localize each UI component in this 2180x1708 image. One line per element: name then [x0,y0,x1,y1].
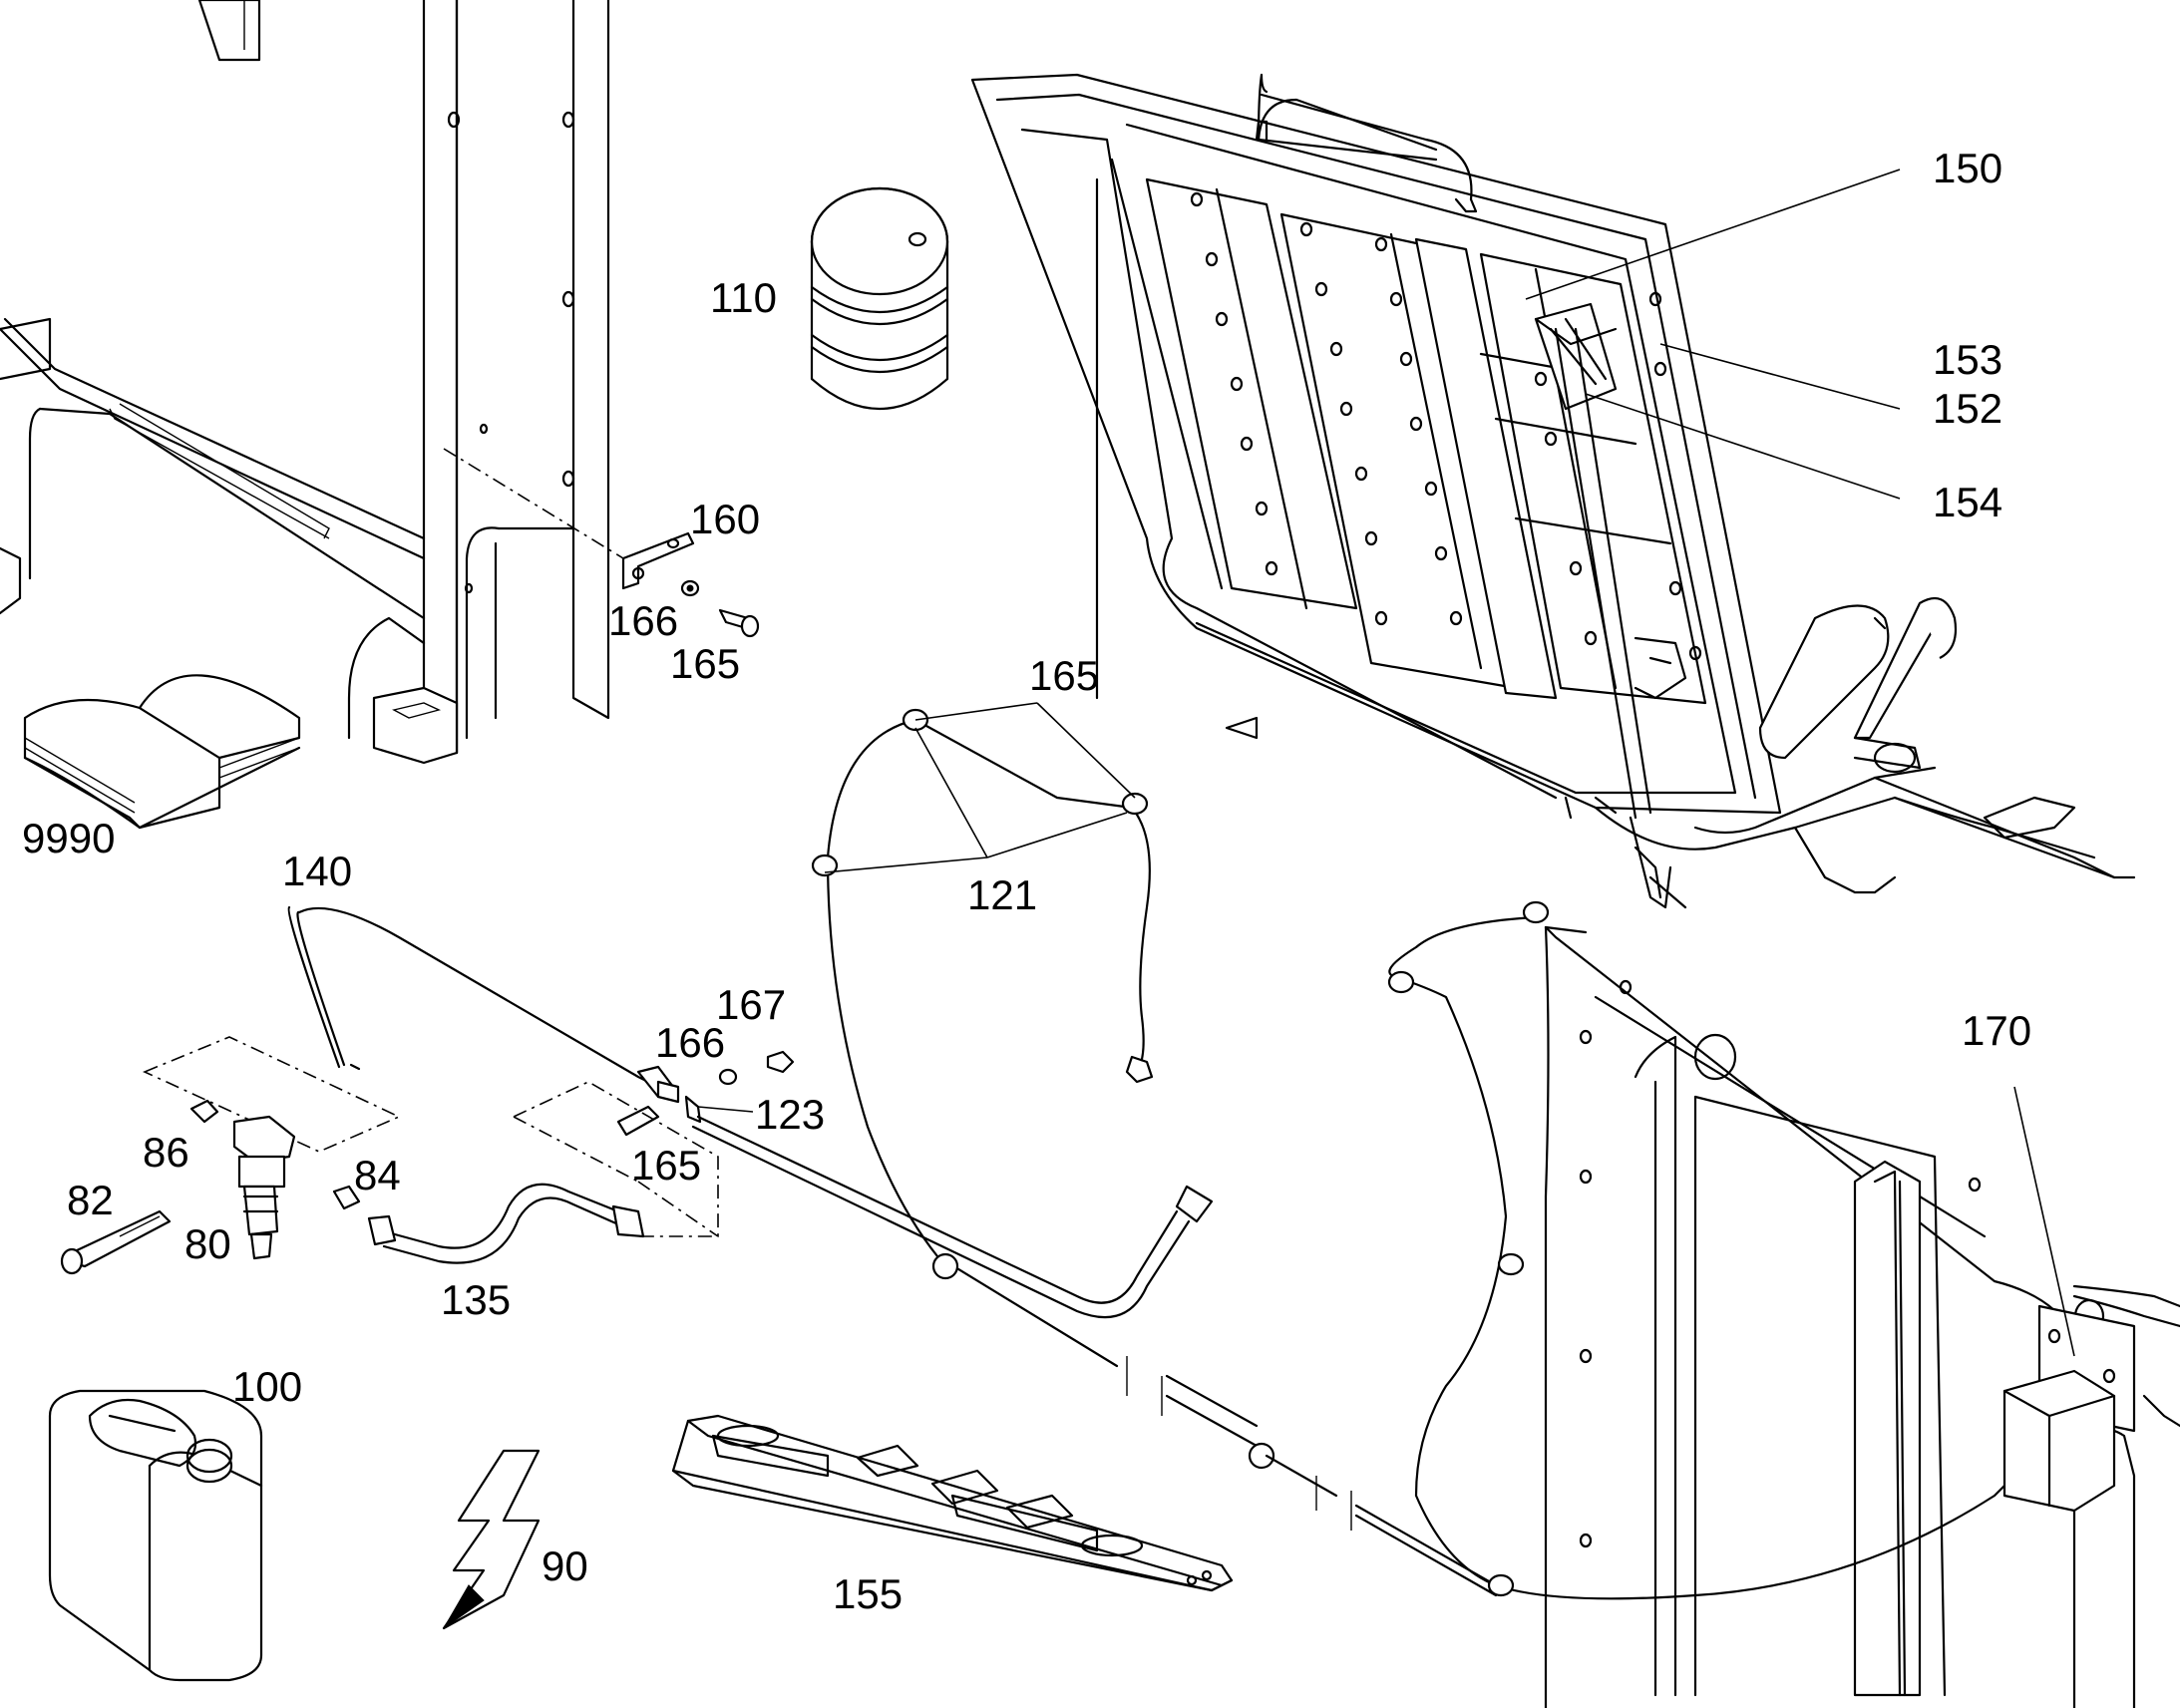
callout-155: 155 [833,1570,903,1617]
callout-165-cable: 165 [1029,652,1099,699]
cable-tray-155 [671,1414,1234,1592]
upright-frame [0,0,610,765]
callout-165-bolt: 165 [631,1142,701,1189]
callout-166: 166 [608,597,678,644]
callout-170: 170 [1962,1007,2031,1054]
leader-lines [697,169,2075,1357]
tilted-platform-assembly [970,73,2136,909]
callout-110: 110 [710,274,777,321]
callout-100: 100 [232,1363,302,1410]
callout-140: 140 [282,848,352,894]
cabinet-panel [1387,900,2180,1708]
callout-153: 153 [1933,336,2002,383]
callout-123: 123 [755,1091,825,1138]
callout-90: 90 [542,1542,588,1589]
callout-labels: 150 153 152 154 110 160 166 165 165 9990… [22,145,2031,1617]
callout-165: 165 [670,640,740,687]
callout-86: 86 [143,1129,189,1176]
callout-135: 135 [441,1276,511,1323]
electrical-lightning-symbol [442,1449,541,1630]
callout-154: 154 [1933,479,2002,525]
callout-160: 160 [690,496,760,542]
callout-152: 152 [1933,385,2002,432]
hose-140-assembly [60,905,1214,1319]
manual-book-9990 [23,674,301,830]
canister-100 [48,1389,263,1682]
callout-84: 84 [354,1152,401,1198]
rivet-pattern [1190,191,1702,661]
callout-167: 167 [716,981,786,1028]
callout-82: 82 [67,1177,114,1223]
callout-121: 121 [967,871,1037,918]
callout-80: 80 [184,1220,231,1267]
callout-166-fitting: 166 [655,1019,725,1066]
bracket-160 [443,448,760,638]
callout-9990: 9990 [22,815,115,861]
oil-drum-110 [810,186,949,410]
callout-150: 150 [1933,145,2002,191]
